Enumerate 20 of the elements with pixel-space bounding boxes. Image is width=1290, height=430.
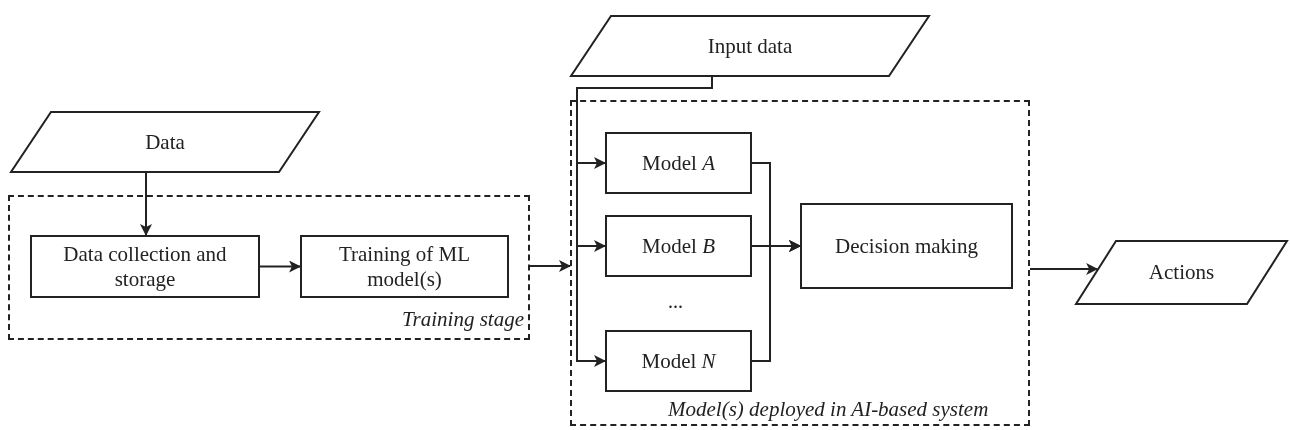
process-box: Data collection and storage xyxy=(30,235,260,298)
group-label: Model(s) deployed in AI-based system xyxy=(668,397,989,422)
deployment-group xyxy=(570,100,1030,426)
arrow xyxy=(1029,263,1099,275)
model-box: Model B xyxy=(605,215,752,277)
decision-box: Decision making xyxy=(800,203,1013,289)
group-label: Training stage xyxy=(402,307,524,332)
process-box: Training of ML model(s) xyxy=(300,235,509,298)
arrow xyxy=(751,240,801,362)
model-box: Model A xyxy=(605,132,752,194)
data-parallelogram: Data xyxy=(10,111,320,173)
training-stage-group xyxy=(8,195,530,340)
arrow xyxy=(576,76,713,367)
ellipsis-label: ... xyxy=(668,290,683,313)
output-parallelogram: Actions xyxy=(1075,240,1288,305)
arrow xyxy=(140,172,152,236)
arrow xyxy=(529,260,571,272)
arrow xyxy=(259,260,301,273)
model-box: Model N xyxy=(605,330,752,392)
input-parallelogram: Input data xyxy=(570,15,930,77)
